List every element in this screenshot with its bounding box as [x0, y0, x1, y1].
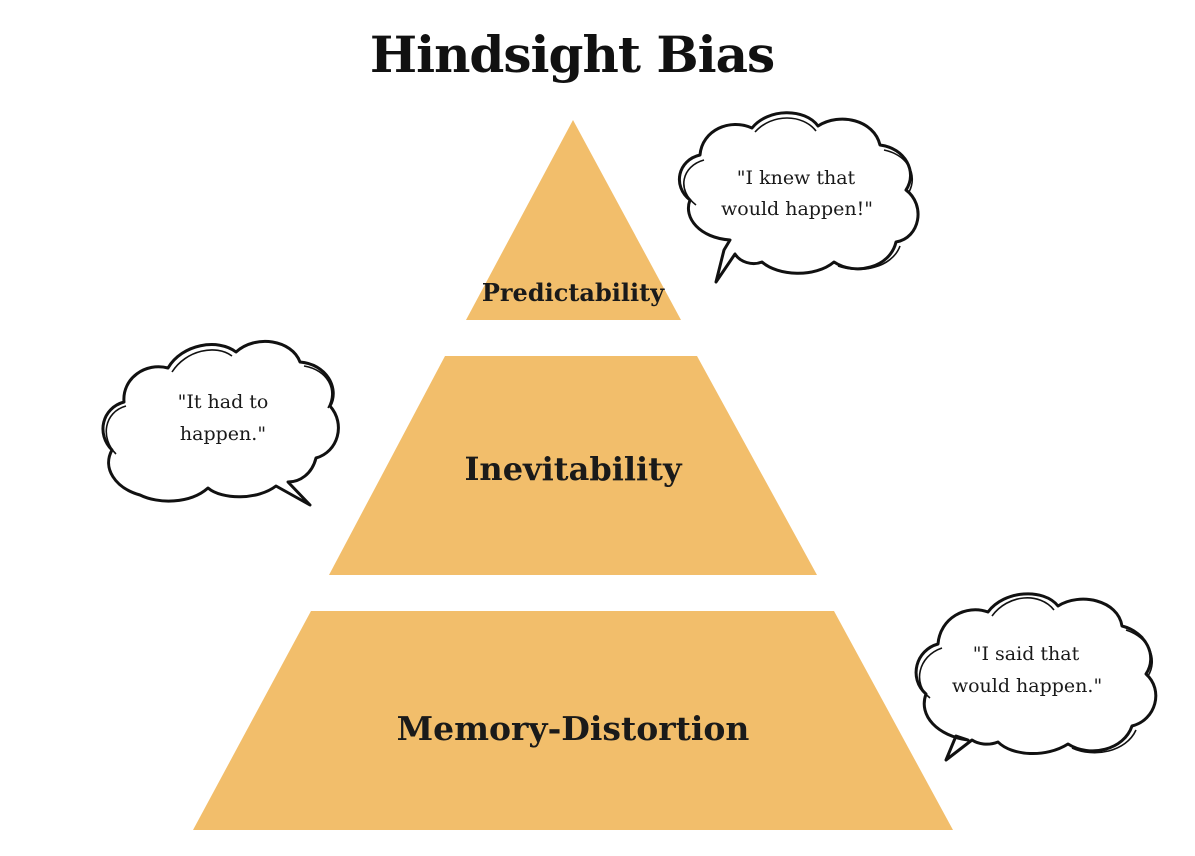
bubble-line-1: "I said that: [973, 643, 1080, 665]
bubble-line-1: "I knew that: [737, 167, 856, 189]
bubble-cloud-sketch: [683, 117, 914, 271]
tier-memory-distortion: [193, 611, 953, 830]
thought-bubble-predictability: "I knew that would happen!": [678, 111, 920, 284]
thought-bubble-memory-distortion: "I said that would happen.": [914, 592, 1158, 762]
tier-inevitability: [329, 356, 817, 575]
page-title: Hindsight Bias: [370, 25, 774, 84]
tier-predictability: [466, 120, 681, 320]
tier-memory-distortion-label: Memory-Distortion: [397, 709, 750, 748]
bubble-cloud-sketch: [918, 597, 1153, 754]
bubble-line-1: "It had to: [178, 391, 269, 413]
pyramid: Predictability Inevitability Memory-Dist…: [193, 120, 953, 830]
bubble-cloud-shape: [101, 339, 340, 507]
bubble-line-2: would happen!": [721, 198, 873, 220]
bubble-line-2: happen.": [180, 423, 266, 445]
tier-predictability-label: Predictability: [482, 278, 665, 307]
bubble-cloud-sketch: [105, 349, 333, 455]
bubble-cloud-shape: [914, 592, 1158, 762]
tier-inevitability-label: Inevitability: [464, 450, 682, 488]
thought-bubble-inevitability: "It had to happen.": [101, 339, 340, 507]
bubble-line-2: would happen.": [952, 675, 1102, 697]
bubble-cloud-shape: [678, 111, 920, 284]
